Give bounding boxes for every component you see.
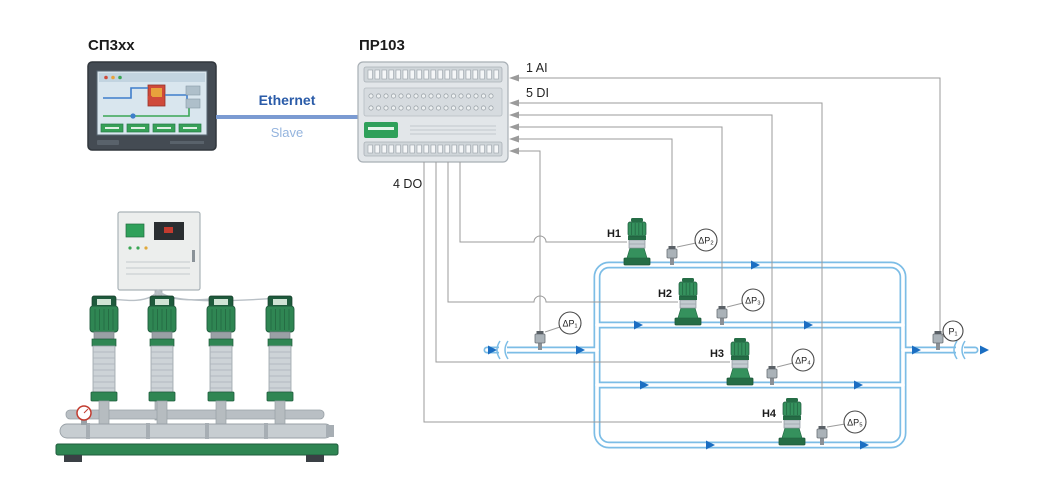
arrowhead-di1-icon bbox=[509, 99, 519, 107]
frame-foot-left bbox=[64, 455, 82, 462]
plc-label: ПР103 bbox=[359, 37, 405, 54]
plc-screw-terminals bbox=[368, 93, 494, 111]
arrowhead-ai-icon bbox=[509, 74, 519, 82]
hmi-screen-mimic bbox=[99, 73, 205, 133]
arrowhead-di5-icon bbox=[509, 147, 519, 155]
sensor-dp2: ΔP₂ bbox=[666, 228, 718, 266]
sensor-dp1-label: ΔP₁ bbox=[562, 319, 577, 329]
ethernet-label: Ethernet bbox=[259, 92, 316, 108]
cabinet-cables bbox=[103, 289, 281, 302]
plc-terminals-bottom bbox=[367, 144, 499, 154]
plc-terminals-top bbox=[367, 69, 499, 80]
arrowhead-di4-icon bbox=[509, 135, 519, 143]
pump-icon bbox=[778, 397, 806, 446]
signal-lines: 1 AI 5 DI 4 DO bbox=[393, 61, 941, 426]
rear-manifold-pipe bbox=[65, 409, 325, 420]
di-count-label: 5 DI bbox=[526, 86, 549, 100]
signal-di-line-5 bbox=[517, 150, 541, 331]
plc-vents bbox=[410, 125, 496, 135]
signal-do-line-1 bbox=[459, 162, 627, 243]
pump-h4: H4 bbox=[762, 397, 806, 446]
pump-h2: H2 bbox=[658, 277, 702, 326]
plc-device: ПР103 bbox=[357, 37, 509, 163]
signal-do-line-4 bbox=[423, 162, 782, 423]
manifold-end-cap bbox=[326, 425, 334, 437]
arrowhead-di2-icon bbox=[509, 111, 519, 119]
hmi-softkeys bbox=[100, 123, 202, 133]
hydraulic-scheme bbox=[483, 260, 989, 450]
slave-label: Slave bbox=[271, 125, 304, 140]
signal-di-line-3 bbox=[517, 126, 723, 306]
sensor-dp2-label: ΔP₂ bbox=[698, 236, 714, 246]
pump-h3-label: H3 bbox=[710, 348, 724, 360]
input-arrowheads bbox=[509, 74, 519, 155]
pipes bbox=[483, 261, 979, 449]
sensor-p1: P₁ bbox=[932, 320, 964, 351]
pump-h3: H3 bbox=[710, 337, 754, 386]
hmi-model-text bbox=[170, 141, 204, 144]
ethernet-link: Ethernet Slave bbox=[216, 92, 358, 140]
pump-h1-label: H1 bbox=[607, 228, 621, 240]
sensor-dp4: ΔP₄ bbox=[766, 348, 815, 386]
sensor-dp3-label: ΔP₃ bbox=[745, 296, 761, 306]
pressure-gauge bbox=[76, 405, 92, 425]
do-count-label: 4 DO bbox=[393, 177, 422, 191]
pump-icon bbox=[726, 337, 754, 386]
control-cabinet bbox=[117, 211, 201, 291]
frame-foot-right bbox=[306, 455, 324, 462]
base-frame bbox=[55, 443, 339, 456]
signal-di-line-2 bbox=[517, 114, 773, 366]
sensor-dp3: ΔP₃ bbox=[716, 288, 765, 326]
station-pump-2 bbox=[147, 295, 177, 428]
flow-arrow-icon bbox=[980, 345, 989, 355]
sensor-dp1: ΔP₁ bbox=[534, 311, 582, 351]
signal-di-line-1 bbox=[517, 102, 823, 426]
pump-h2-label: H2 bbox=[658, 288, 672, 300]
sensors: ΔP₁ ΔP₂ ΔP₃ ΔP₄ ΔP₅ bbox=[534, 228, 964, 446]
cabinet-handle bbox=[192, 250, 195, 262]
cabinet-display bbox=[125, 223, 145, 238]
station-pump-1 bbox=[89, 295, 119, 428]
sensor-dp4-label: ΔP₄ bbox=[795, 356, 811, 366]
sensor-dp5: ΔP₅ bbox=[816, 410, 867, 446]
front-manifold-pipe bbox=[59, 423, 333, 439]
pump-h4-label: H4 bbox=[762, 408, 777, 420]
signal-do-line-3 bbox=[435, 162, 730, 363]
pipe-break-inlet bbox=[496, 340, 509, 360]
hmi-panel: СП3хх bbox=[87, 37, 217, 151]
hmi-label: СП3хх bbox=[88, 37, 135, 54]
pipe-break-outlet bbox=[953, 340, 966, 360]
sensor-dp5-label: ΔP₅ bbox=[847, 418, 863, 428]
pump-icon bbox=[623, 217, 651, 266]
schematic-pumps: H1 H2 H3 H4 bbox=[607, 217, 806, 446]
signal-do-line-2 bbox=[447, 162, 678, 303]
arrowhead-di3-icon bbox=[509, 123, 519, 131]
signal-di-line-4 bbox=[517, 138, 673, 246]
station-pump-3 bbox=[206, 295, 236, 428]
signal-ai-line bbox=[517, 77, 941, 331]
sensor-p1-label: P₁ bbox=[948, 327, 957, 337]
ai-count-label: 1 AI bbox=[526, 61, 548, 75]
pump-station-photo bbox=[55, 211, 339, 462]
station-pump-4 bbox=[265, 295, 295, 428]
pump-h1: H1 bbox=[607, 217, 651, 266]
hmi-logo bbox=[97, 140, 119, 145]
pump-icon bbox=[674, 277, 702, 326]
